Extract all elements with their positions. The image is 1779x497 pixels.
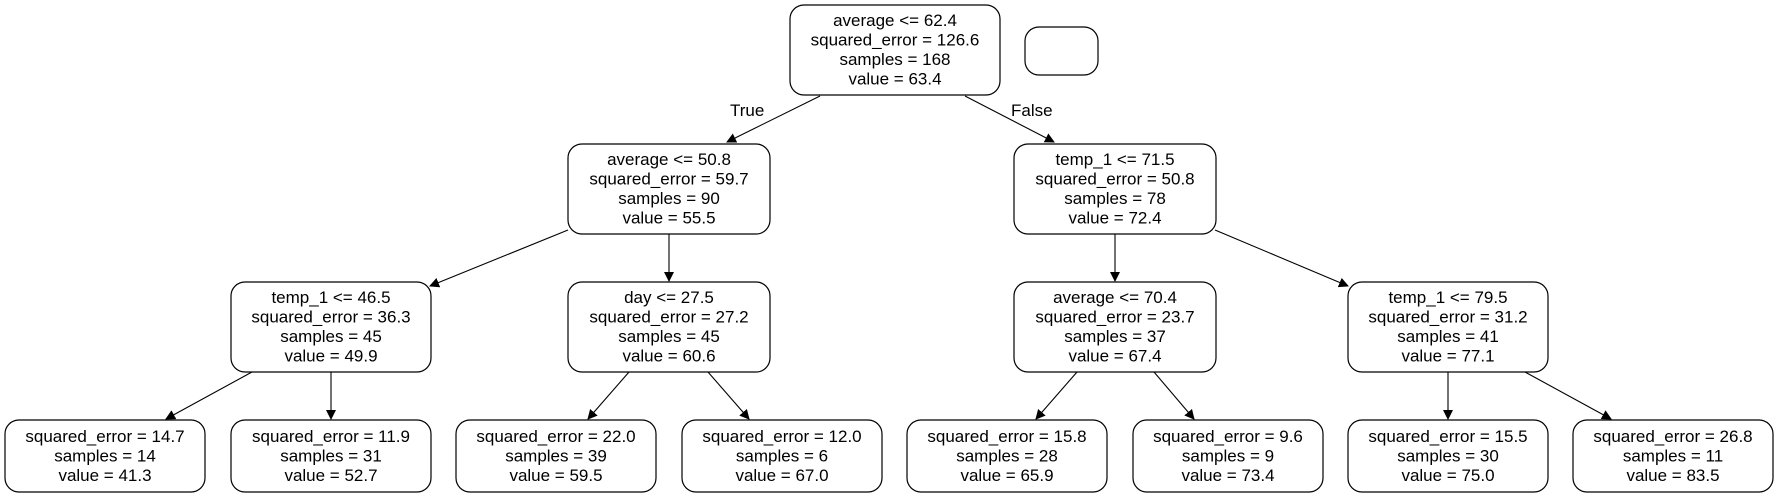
node-line: samples = 41 bbox=[1397, 327, 1499, 346]
edge-n2-n6 bbox=[1214, 229, 1349, 288]
edge-n1-n3 bbox=[429, 229, 569, 288]
node-box bbox=[455, 419, 657, 493]
node-line: squared_error = 15.8 bbox=[927, 427, 1086, 446]
node-line: day <= 27.5 bbox=[624, 288, 714, 307]
node-line: average <= 70.4 bbox=[1053, 288, 1177, 307]
node-line: average <= 50.8 bbox=[607, 150, 731, 169]
node-line: value = 59.5 bbox=[509, 466, 602, 485]
node-line: squared_error = 9.6 bbox=[1153, 427, 1303, 446]
node-line: samples = 45 bbox=[280, 327, 382, 346]
node-line: value = 49.9 bbox=[284, 347, 377, 366]
node-line: value = 52.7 bbox=[284, 466, 377, 485]
node-box bbox=[1013, 143, 1217, 235]
node-box bbox=[789, 4, 1001, 96]
node-line: value = 75.0 bbox=[1401, 466, 1494, 485]
node-line: samples = 90 bbox=[618, 189, 720, 208]
node-line: samples = 31 bbox=[280, 446, 382, 465]
edge-label-false: False bbox=[1011, 101, 1053, 120]
node-box bbox=[1347, 281, 1549, 373]
node-line: squared_error = 11.9 bbox=[252, 427, 410, 446]
edge-label-true: True bbox=[730, 101, 764, 120]
node-line: squared_error = 126.6 bbox=[811, 31, 980, 50]
node-line: squared_error = 15.5 bbox=[1368, 427, 1527, 446]
node-line: squared_error = 12.0 bbox=[702, 427, 861, 446]
node-box bbox=[1013, 281, 1217, 373]
edge-n5-n11 bbox=[1035, 371, 1078, 420]
edge-n6-n14 bbox=[1524, 371, 1612, 420]
node-box bbox=[1132, 419, 1324, 493]
node-line: value = 67.0 bbox=[735, 466, 828, 485]
edges-layer: True False bbox=[165, 95, 1612, 420]
node-line: squared_error = 59.7 bbox=[589, 170, 748, 189]
node-line: squared_error = 14.7 bbox=[25, 427, 184, 446]
node-line: value = 65.9 bbox=[960, 466, 1053, 485]
node-box bbox=[1572, 419, 1774, 493]
node-line: samples = 39 bbox=[505, 446, 607, 465]
node-line: samples = 30 bbox=[1397, 446, 1499, 465]
node-line: value = 67.4 bbox=[1068, 347, 1161, 366]
node-line: squared_error = 23.7 bbox=[1035, 308, 1194, 327]
node-line: squared_error = 50.8 bbox=[1035, 170, 1194, 189]
node-box bbox=[4, 419, 206, 493]
node-line: temp_1 <= 71.5 bbox=[1055, 150, 1174, 169]
node-line: temp_1 <= 79.5 bbox=[1388, 288, 1507, 307]
edge-n5-n12 bbox=[1153, 371, 1195, 420]
node-line: samples = 37 bbox=[1064, 327, 1166, 346]
node-box bbox=[567, 281, 771, 373]
node-line: squared_error = 31.2 bbox=[1368, 308, 1527, 327]
node-line: squared_error = 27.2 bbox=[589, 308, 748, 327]
node-line: value = 77.1 bbox=[1401, 347, 1494, 366]
node-line: temp_1 <= 46.5 bbox=[271, 288, 390, 307]
node-box bbox=[1347, 419, 1549, 493]
node-line: samples = 14 bbox=[54, 446, 156, 465]
node-box bbox=[567, 143, 771, 235]
empty-legend-box bbox=[1024, 26, 1099, 76]
node-line: samples = 11 bbox=[1623, 446, 1723, 465]
edge-n3-n7 bbox=[165, 371, 253, 420]
node-line: squared_error = 36.3 bbox=[251, 308, 410, 327]
node-line: samples = 78 bbox=[1064, 189, 1166, 208]
node-line: squared_error = 26.8 bbox=[1593, 427, 1752, 446]
node-line: samples = 6 bbox=[736, 446, 828, 465]
node-box bbox=[1024, 26, 1099, 76]
node-line: samples = 168 bbox=[839, 50, 950, 69]
edge-n0-n2 bbox=[964, 95, 1055, 143]
node-box bbox=[906, 419, 1108, 493]
node-line: value = 83.5 bbox=[1626, 466, 1719, 485]
node-line: samples = 28 bbox=[956, 446, 1058, 465]
node-line: average <= 62.4 bbox=[833, 11, 957, 30]
node-line: samples = 45 bbox=[618, 327, 720, 346]
node-line: squared_error = 22.0 bbox=[476, 427, 635, 446]
edge-n0-n1 bbox=[726, 95, 821, 143]
node-line: value = 41.3 bbox=[58, 466, 151, 485]
node-line: value = 72.4 bbox=[1068, 209, 1161, 228]
node-line: value = 73.4 bbox=[1181, 466, 1274, 485]
node-box bbox=[230, 419, 432, 493]
node-box bbox=[230, 281, 432, 373]
edge-n4-n10 bbox=[707, 371, 750, 420]
node-line: value = 60.6 bbox=[622, 347, 715, 366]
node-box bbox=[681, 419, 883, 493]
node-line: value = 63.4 bbox=[848, 70, 941, 89]
node-line: value = 55.5 bbox=[622, 209, 715, 228]
node-line: samples = 9 bbox=[1182, 446, 1274, 465]
edge-n4-n9 bbox=[587, 371, 630, 420]
